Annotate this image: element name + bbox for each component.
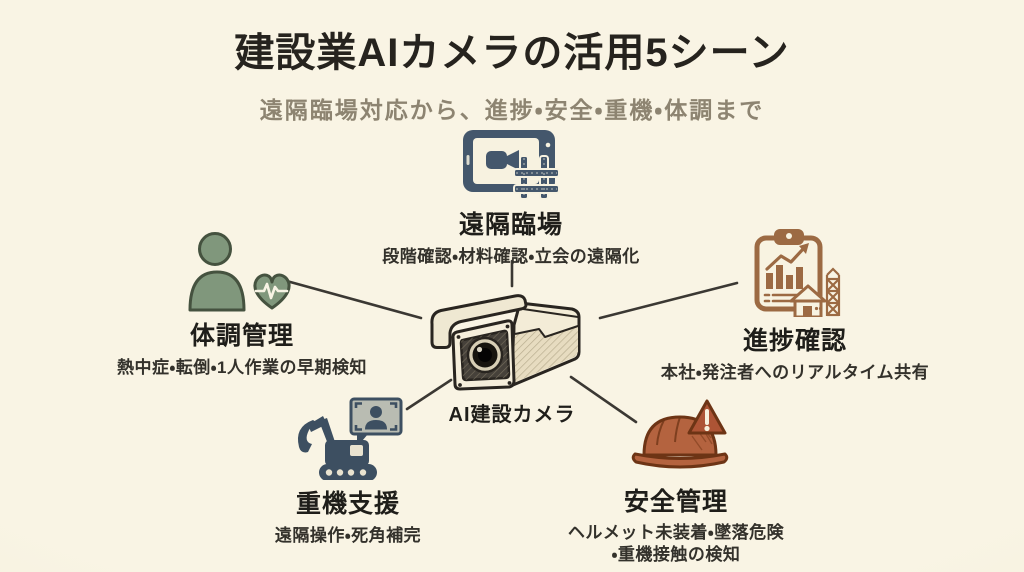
page-subtitle: 遠隔臨場対応から、進捗・安全・重機・体調まで xyxy=(259,97,765,123)
scene-description: 本社・発注者へのリアルタイム共有 xyxy=(660,363,930,382)
connector-bottom-left xyxy=(405,378,453,411)
scene-description: 熱中症・転倒・1人作業の早期検知 xyxy=(116,358,367,377)
scene-safety-management: 安全管理 ヘルメット未装着・墜落危険 ・重機接触の検知 xyxy=(526,398,826,567)
connector-bottom-right xyxy=(569,375,638,424)
scene-description: ヘルメット未装着・墜落危険 ・重機接触の検知 xyxy=(567,523,785,565)
worker-health-heart-icon xyxy=(187,230,297,312)
header: 建設業AIカメラの活用5シーン 遠隔臨場対応から、進捗・安全・重機・体調まで xyxy=(0,0,1024,125)
connector-right xyxy=(598,281,739,320)
scene-label: 体調管理 xyxy=(189,322,294,350)
scene-progress-check: 進捗確認 本社・発注者へのリアルタイム共有 xyxy=(615,227,975,384)
page-title: 建設業AIカメラの活用5シーン xyxy=(234,31,790,75)
excavator-remote-monitor-icon xyxy=(289,394,407,481)
security-camera-icon xyxy=(427,284,597,398)
scene-remote-attendance: 遠隔臨場 段階確認・材料確認・立会の遠隔化 xyxy=(331,126,691,268)
center-camera: AI建設カメラ xyxy=(412,284,612,427)
clipboard-progress-chart-icon xyxy=(748,227,843,319)
scene-label: 重機支援 xyxy=(295,490,400,518)
scene-description: 遠隔操作・死角補完 xyxy=(274,526,422,545)
scene-label: 進捗確認 xyxy=(742,327,847,355)
tablet-video-call-icon xyxy=(459,126,564,201)
helmet-warning-icon xyxy=(624,398,729,478)
scene-machinery-support: 重機支援 遠隔操作・死角補完 xyxy=(198,394,498,547)
scene-label: 遠隔臨場 xyxy=(458,211,563,239)
scene-health-management: 体調管理 熱中症・転倒・1人作業の早期検知 xyxy=(62,230,422,379)
connector-left xyxy=(281,278,423,320)
center-camera-label: AI建設カメラ xyxy=(448,404,576,426)
scene-description: 段階確認・材料確認・立会の遠隔化 xyxy=(382,247,640,266)
scene-label: 安全管理 xyxy=(623,488,728,516)
